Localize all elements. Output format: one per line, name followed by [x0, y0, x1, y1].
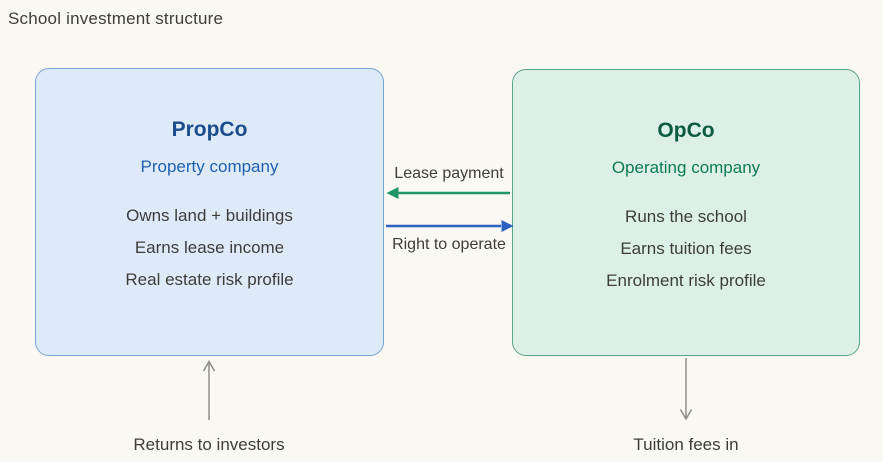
tuition-arrowhead-icon: [679, 409, 693, 421]
propco-box: PropCo Property company Owns land + buil…: [35, 68, 384, 356]
propco-subtitle: Property company: [140, 157, 279, 176]
diagram-title: School investment structure: [8, 9, 224, 28]
propco-heading: PropCo: [171, 118, 248, 141]
opco-details: Runs the school Earns tuition fees Enrol…: [513, 201, 859, 297]
opco-detail-line: Earns tuition fees: [620, 239, 752, 258]
opco-detail-line: Runs the school: [625, 207, 747, 226]
returns-arrowhead-icon: [202, 360, 216, 372]
returns-to-investors-label: Returns to investors: [133, 435, 285, 454]
propco-detail-line: Earns lease income: [134, 238, 285, 257]
opco-heading: OpCo: [657, 119, 715, 142]
right-to-operate-label: Right to operate: [392, 236, 506, 253]
opco-box: OpCo Operating company Runs the school E…: [512, 69, 860, 356]
tuition-fees-in-label: Tuition fees in: [633, 435, 739, 454]
lease-payment-label: Lease payment: [394, 165, 504, 182]
lease-payment-arrowhead-icon: [386, 187, 399, 199]
opco-subtitle: Operating company: [611, 158, 761, 177]
propco-details: Owns land + buildings Earns lease income…: [36, 200, 383, 296]
propco-detail-line: Real estate risk profile: [125, 270, 294, 289]
opco-detail-line: Enrolment risk profile: [606, 271, 766, 290]
propco-detail-line: Owns land + buildings: [126, 206, 293, 225]
